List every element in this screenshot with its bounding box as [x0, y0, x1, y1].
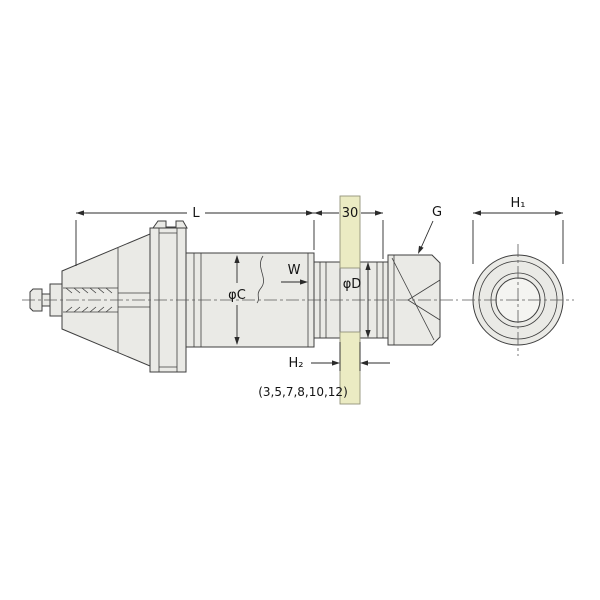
- thread-ticks: [65, 287, 113, 313]
- label-W: W: [288, 263, 301, 278]
- label-L: L: [192, 206, 200, 221]
- pull-stud-tip: [29, 288, 43, 312]
- keyway-bar-top: [339, 195, 361, 269]
- extension-lines: [75, 220, 564, 371]
- nut-flat-diagonal: [391, 257, 435, 341]
- break-squiggle: [256, 255, 264, 304]
- dimensions: L 30 G H₁ W φC φD H₂ (3,5,7,8,10,12): [75, 196, 564, 399]
- label-H2: H₂: [289, 356, 304, 371]
- centerlines: [22, 244, 574, 356]
- keyway-bars: [339, 195, 361, 405]
- label-key-sizes: (3,5,7,8,10,12): [258, 385, 348, 399]
- leader-G: [420, 220, 434, 250]
- flange-keyway-bump: [152, 220, 188, 229]
- label-H1: H₁: [511, 196, 526, 211]
- label-30: 30: [342, 206, 359, 221]
- label-G: G: [432, 205, 442, 220]
- label-phiC: φC: [228, 288, 246, 303]
- label-phiD: φD: [343, 277, 362, 292]
